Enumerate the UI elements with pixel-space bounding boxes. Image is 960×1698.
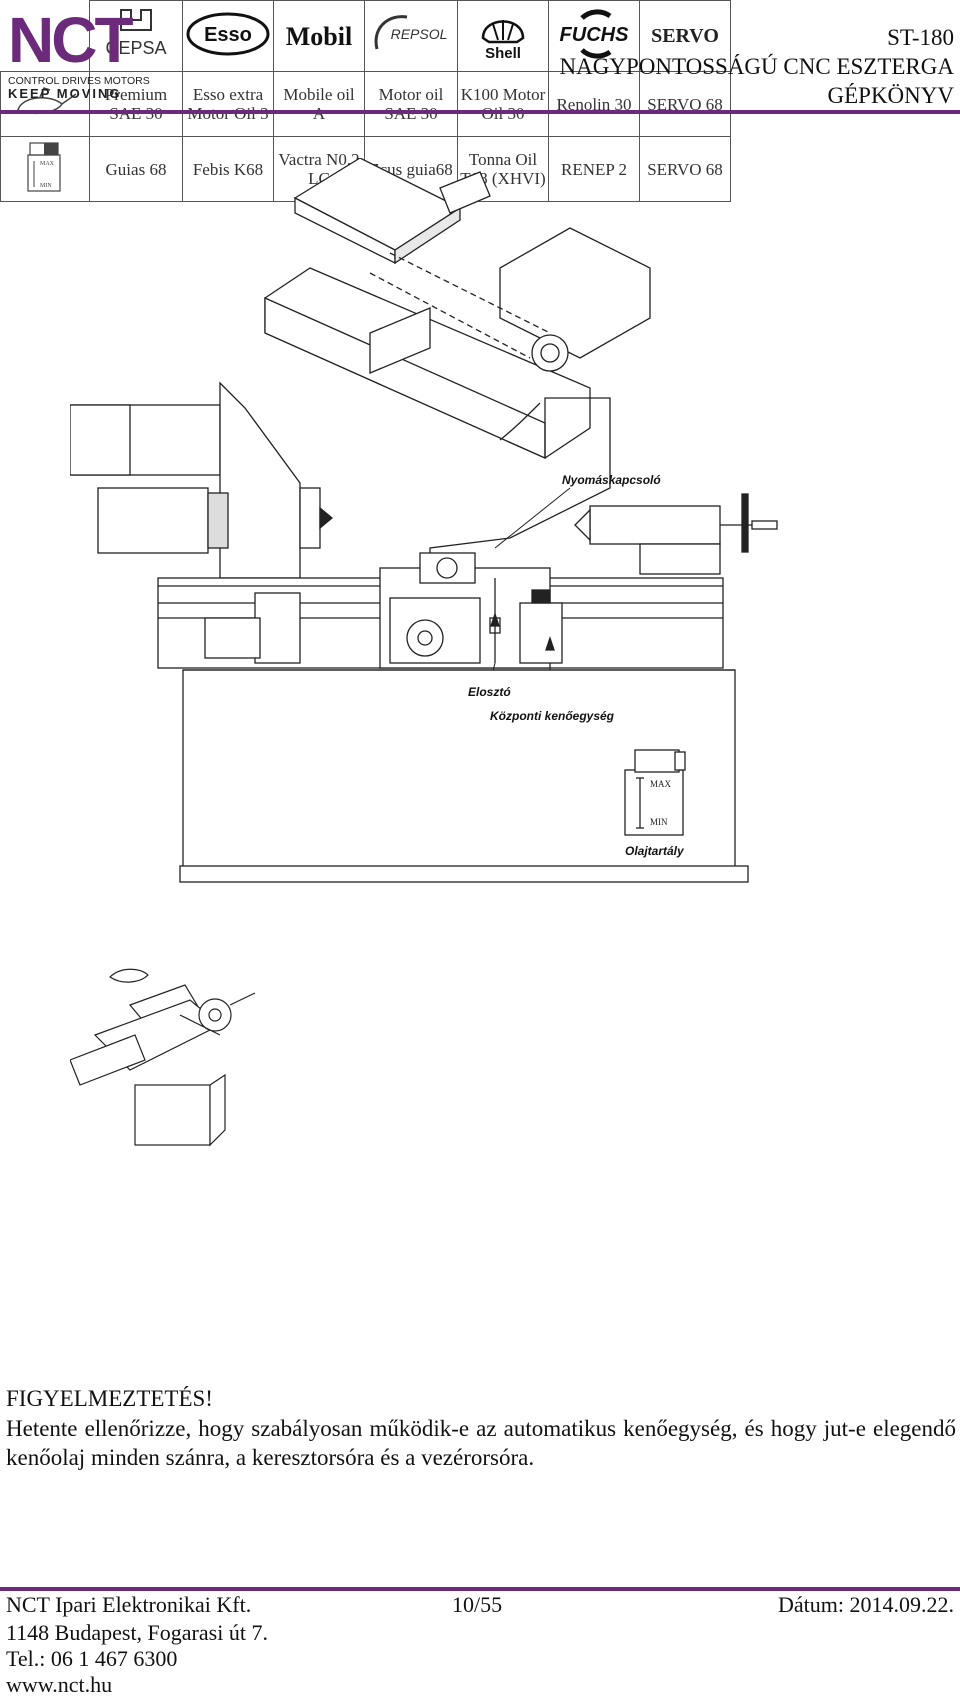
footer-date: Dátum: 2014.09.22. xyxy=(778,1592,954,1617)
oil-cell: Renolin 30 xyxy=(548,71,640,137)
svg-text:CEPSA: CEPSA xyxy=(105,38,166,58)
tailstock xyxy=(574,493,778,575)
svg-text:REPSOL: REPSOL xyxy=(391,26,448,42)
oil-cell: Guias 68 xyxy=(89,136,183,202)
oil-tank-icon: MAX MIN xyxy=(624,749,686,836)
oil-cell: Motor oil SAE 30 xyxy=(364,71,458,137)
brand-servo: SERVO xyxy=(639,0,731,72)
oil-cell: RENEP 2 xyxy=(548,136,640,202)
oil-can-icon xyxy=(0,71,90,137)
machine-bed xyxy=(157,487,724,698)
svg-text:MIN: MIN xyxy=(40,183,52,189)
oil-cell: SERVO 68 xyxy=(639,71,731,137)
oil-tank-label: Olajtartály xyxy=(625,844,685,858)
footer-web: www.nct.hu xyxy=(6,1672,113,1697)
brand-repsol: REPSOL xyxy=(364,0,458,72)
warning-body: Hetente ellenőrizze, hogy szabályosan mű… xyxy=(6,1416,956,1470)
header-rule xyxy=(0,110,960,114)
repsol-logo: REPSOL xyxy=(374,15,448,50)
logo-wordmark: NCT xyxy=(8,6,133,76)
headstock xyxy=(70,381,334,579)
svg-text:FUCHS: FUCHS xyxy=(560,24,630,46)
carriage-lube-points-drawing xyxy=(70,968,256,1147)
tank-min-label: MIN xyxy=(650,817,668,827)
svg-text:Esso: Esso xyxy=(204,24,252,46)
footer-rule xyxy=(0,1587,960,1591)
footer-company: NCT Ipari Elektronikai Kft. xyxy=(6,1592,252,1617)
oil-cell: SERVO 68 xyxy=(639,136,731,202)
tank-max-label: MAX xyxy=(650,779,672,789)
oil-cell: Esso extra Motor Oil 3 xyxy=(182,71,274,137)
doc-code: ST-180 xyxy=(887,25,954,50)
warning-title: FIGYELMEZTETÉS! xyxy=(6,1386,213,1411)
footer-address: 1148 Budapest, Fogarasi út 7. xyxy=(6,1620,268,1645)
brand-esso: Esso xyxy=(182,0,274,72)
oil-cell: Mobile oil A xyxy=(273,71,365,137)
brand-mobil: Mobil xyxy=(273,0,365,72)
cross-slide-assembly xyxy=(264,158,651,568)
brand-cepsa: CEPSA xyxy=(89,0,183,72)
shell-logo: Shell xyxy=(481,20,525,62)
nct-logo: NCT CONTROL DRIVES MOTORS KEEP MOVING xyxy=(8,6,150,101)
doc-type: GÉPKÖNYV xyxy=(827,83,955,108)
svg-text:MAX: MAX xyxy=(40,161,55,167)
logo-slogan: KEEP MOVING xyxy=(8,86,122,101)
esso-logo: Esso xyxy=(186,12,270,56)
footer-phone: Tel.: 06 1 467 6300 xyxy=(6,1646,178,1671)
central-lube-label: Központi kenőegység xyxy=(490,709,615,723)
lube-unit-icon: MAX MIN xyxy=(0,136,90,202)
logo-tagline: CONTROL DRIVES MOTORS xyxy=(8,75,150,87)
doc-title: NAGYPONTOSSÁGÚ CNC ESZTERGA xyxy=(559,54,954,79)
svg-text:Shell: Shell xyxy=(485,45,521,62)
lubrication-system-drawing: MAX MIN Nyomáskapcsoló Elosztó Központi … xyxy=(70,158,778,883)
distributor-label: Elosztó xyxy=(468,685,511,699)
brand-shell: Shell xyxy=(457,0,549,72)
oil-cell: Febis K68 xyxy=(182,136,274,202)
oil-cell: K100 Motor Oil 30 xyxy=(457,71,549,137)
pressure-switch-label: Nyomáskapcsoló xyxy=(562,473,661,487)
cepsa-logo: CEPSA xyxy=(105,9,167,58)
footer-page-number: 10/55 xyxy=(452,1592,503,1617)
fuchs-logo: FUCHS xyxy=(560,9,630,59)
